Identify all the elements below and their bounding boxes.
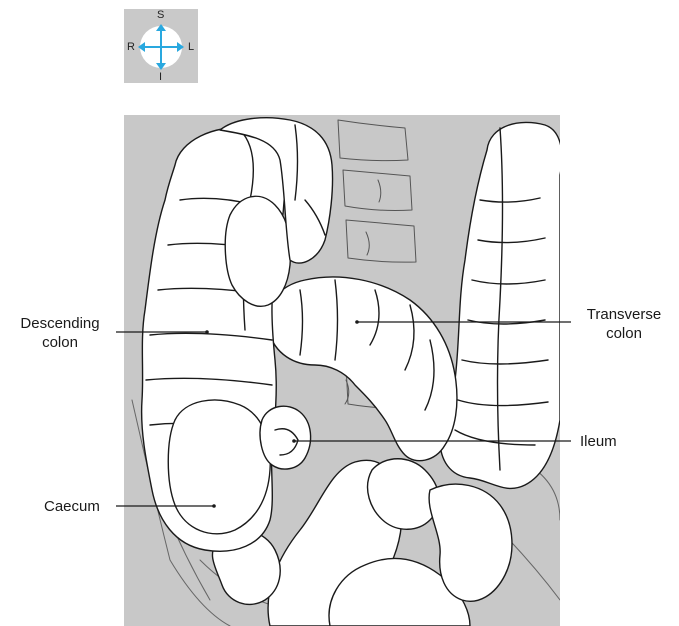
caecum-pouch <box>168 400 270 534</box>
label-descending-colon: Descending colon <box>8 314 112 352</box>
label-descending-colon-line1: Descending <box>8 314 112 333</box>
descending-colon-flexure <box>225 196 290 306</box>
label-transverse-colon: Transverse colon <box>576 305 672 343</box>
label-caecum: Caecum <box>44 497 112 516</box>
ileum-loop <box>260 406 311 469</box>
label-transverse-colon-line2: colon <box>576 324 672 343</box>
label-ileum: Ileum <box>580 432 617 451</box>
label-transverse-colon-line1: Transverse <box>576 305 672 324</box>
label-descending-colon-line2: colon <box>8 333 112 352</box>
